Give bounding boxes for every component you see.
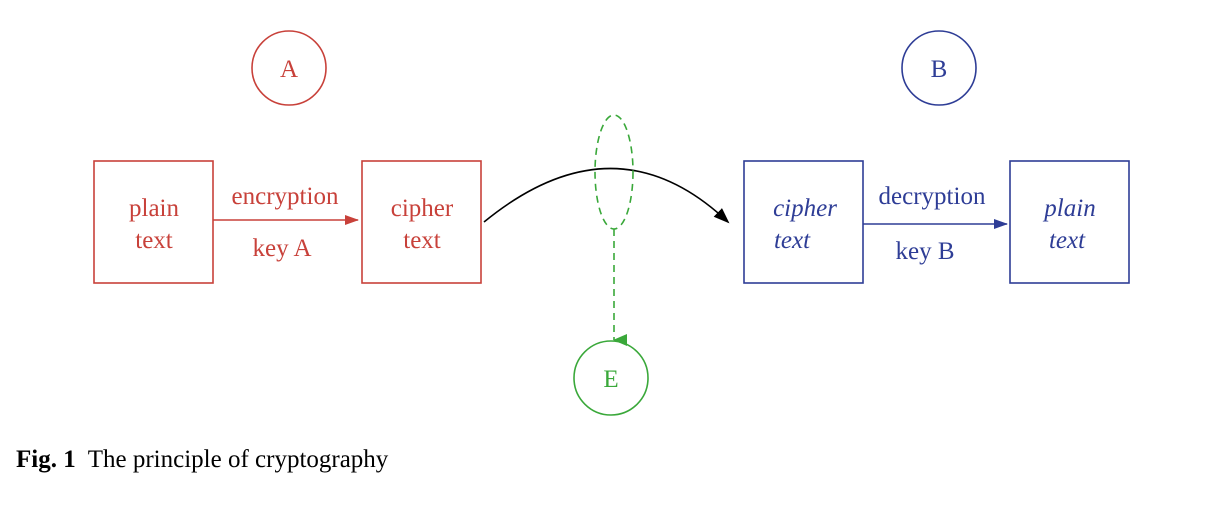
receiver-plain-text-line1: plain	[1042, 195, 1095, 222]
node-b: B	[901, 30, 977, 106]
key-a-label: key A	[252, 235, 311, 262]
sender-cipher-text-box: cipher text	[361, 160, 482, 284]
transmission-arrow	[483, 167, 730, 224]
cryptography-diagram: A B plain text encryption key A cipher t…	[93, 30, 1130, 416]
receiver-cipher-text-box: cipher text	[743, 160, 864, 284]
figure-caption: Fig. 1 The principle of cryptography	[16, 446, 388, 474]
receiver-plain-text-box: plain text	[1009, 160, 1130, 284]
sender-plain-text-line2: text	[135, 227, 173, 254]
encryption-arrow: encryption key A	[213, 183, 359, 262]
figure-caption-label: Fig. 1	[16, 446, 76, 473]
sender-cipher-text-line1: cipher	[391, 195, 454, 222]
receiver-cipher-text-line1: cipher	[773, 195, 837, 222]
node-a: A	[251, 30, 327, 106]
node-e: E	[573, 340, 649, 416]
sender-plain-text-box: plain text	[93, 160, 214, 284]
sender-plain-text-line1: plain	[129, 195, 179, 222]
decryption-label: decryption	[879, 183, 986, 210]
key-b-label: key B	[895, 238, 954, 265]
figure-caption-text: The principle of cryptography	[87, 446, 389, 473]
node-b-label: B	[931, 56, 948, 83]
interception	[594, 114, 634, 346]
node-e-label: E	[603, 366, 618, 393]
sender-cipher-text-line2: text	[403, 227, 441, 254]
interception-ellipse	[594, 114, 634, 230]
decryption-arrow: decryption key B	[863, 183, 1008, 265]
node-a-label: A	[280, 56, 298, 83]
encryption-label: encryption	[232, 183, 339, 210]
receiver-cipher-text-line2: text	[774, 227, 811, 254]
receiver-plain-text-line2: text	[1049, 227, 1086, 254]
